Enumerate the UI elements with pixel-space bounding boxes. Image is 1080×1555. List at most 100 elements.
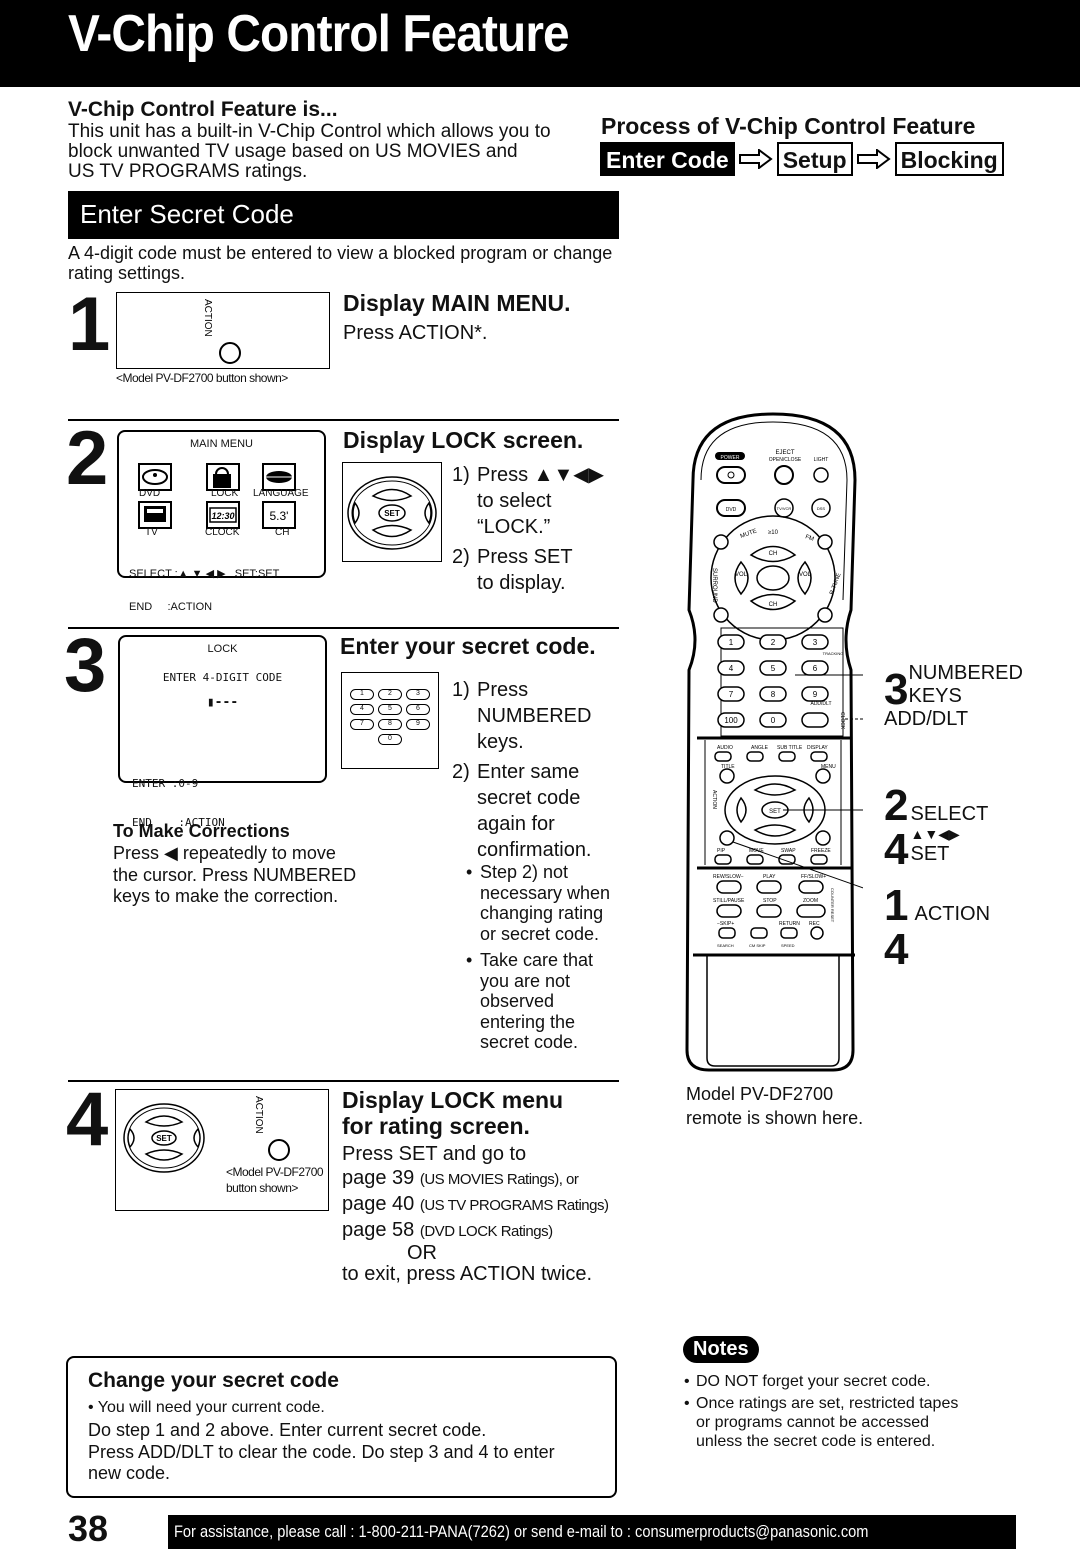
change-code-heading: Change your secret code: [88, 1369, 339, 1392]
svg-text:AUDIO: AUDIO: [717, 745, 733, 751]
remote-key-7: [717, 686, 745, 702]
step-number: 2: [66, 416, 108, 501]
page-number: 38: [68, 1508, 109, 1549]
dpad-illustration: SET: [342, 462, 442, 562]
change-code-bullet: • You will need your current code.: [88, 1399, 325, 1416]
language-menu-icon: [262, 463, 296, 491]
svg-text:SET: SET: [769, 809, 781, 815]
svg-text:≥10: ≥10: [768, 530, 779, 536]
remote-control-illustration: EJECT POWER OPEN/CLOSE LIGHT DVD TV/VCR …: [683, 410, 870, 1072]
svg-text:CLOCK: CLOCK: [839, 712, 845, 730]
svg-text:OPEN/CLOSE: OPEN/CLOSE: [769, 457, 802, 463]
svg-text:EJECT: EJECT: [775, 450, 794, 456]
step3-instructions: 1) Press NUMBERED keys. 2) Enter same se…: [452, 677, 592, 863]
svg-text:SUB TITLE: SUB TITLE: [777, 745, 803, 751]
svg-text:TV/VCR: TV/VCR: [777, 506, 792, 511]
corrections-text: Press ◀ repeatedly to move the cursor. P…: [113, 843, 357, 906]
svg-text:FM: FM: [804, 534, 814, 543]
remote-key-0: [759, 712, 787, 728]
bullet-item: • Step 2) not necessary when changing ra…: [466, 862, 611, 944]
main-menu-icons: 12:30 5.3': [138, 463, 296, 529]
lock-screen-prompt: ENTER 4-DIGIT CODE: [162, 671, 283, 684]
number-key-8: 8: [378, 719, 402, 730]
remote-key-add-dlt: [801, 712, 829, 728]
svg-text:REW/SLOW−: REW/SLOW−: [713, 874, 744, 880]
intro-line: This unit has a built-in V-Chip Control …: [68, 121, 551, 142]
assistance-text: For assistance, please call : 1-800-211-…: [174, 1522, 869, 1541]
action-button-icon: [268, 1139, 290, 1161]
svg-text:12:30: 12:30: [211, 511, 234, 521]
step2-heading: Display LOCK screen.: [343, 427, 584, 453]
intro-line: block unwanted TV usage based on US MOVI…: [68, 141, 518, 162]
remote-key-9: [801, 686, 829, 702]
remote-control-icon: EJECT POWER OPEN/CLOSE LIGHT DVD TV/VCR …: [685, 412, 870, 1072]
svg-text:−SKIP+: −SKIP+: [717, 921, 734, 927]
remote-key-2: [759, 634, 787, 650]
svg-text:FREEZE: FREEZE: [811, 848, 831, 854]
svg-text:MUTE: MUTE: [740, 528, 758, 539]
svg-text:ZOOM: ZOOM: [803, 898, 818, 904]
callout-numbered-keys: 3 NUMBERED KEYS: [884, 662, 1023, 714]
svg-text:ACTION: ACTION: [711, 790, 717, 809]
notes-list: • DO NOT forget your secret code. • Once…: [684, 1372, 958, 1451]
divider: [68, 419, 619, 421]
svg-text:TRACKING: TRACKING: [823, 651, 844, 656]
svg-text:COUNTER RESET: COUNTER RESET: [830, 888, 835, 923]
page-reference: page 39 (US MOVIES Ratings), or: [342, 1167, 579, 1189]
svg-text:SURROUND: SURROUND: [711, 568, 717, 603]
svg-text:STOP: STOP: [763, 898, 777, 904]
remote-key-5: [759, 660, 787, 676]
divider: [68, 1080, 619, 1082]
svg-text:SEARCH: SEARCH: [717, 943, 734, 948]
change-code-box: Change your secret code • You will need …: [66, 1356, 617, 1498]
instruction-item: 1) Press ▲▼◀▶ to select “LOCK.”: [452, 464, 605, 538]
page-reference: page 58 (DVD LOCK Ratings): [342, 1219, 553, 1241]
svg-text:CH: CH: [769, 551, 778, 557]
code-entry-field: ▮---: [206, 695, 239, 710]
svg-text:FF/SLOW+: FF/SLOW+: [801, 874, 826, 880]
section-description: A 4-digit code must be entered to view a…: [68, 243, 613, 283]
remote-key-label: 100: [724, 716, 738, 725]
step4-caption: <Model PV-DF2700 button shown>: [226, 1165, 324, 1195]
process-step-enter-code: Enter Code: [600, 142, 735, 176]
svg-text:TITLE: TITLE: [721, 764, 735, 770]
step4-text: Press SET and go to page 39 (US MOVIES R…: [342, 1143, 609, 1285]
set-action-illustration: SET ACTION: [123, 1096, 290, 1173]
step3-heading: Enter your secret code.: [340, 633, 596, 659]
svg-text:CH: CH: [769, 602, 778, 608]
svg-text:5.3': 5.3': [270, 509, 289, 523]
svg-text:POWER: POWER: [721, 455, 740, 461]
number-key-5: 5: [378, 704, 402, 715]
svg-text:REC: REC: [809, 921, 820, 927]
step2-instructions: 1) Press ▲▼◀▶ to select “LOCK.” 2) Press…: [452, 462, 604, 596]
intro-heading: V-Chip Control Feature is...: [68, 98, 338, 121]
divider: [68, 627, 619, 629]
svg-text:DISPLAY: DISPLAY: [807, 745, 828, 751]
remote-key-label: 0: [771, 716, 776, 725]
process-heading: Process of V-Chip Control Feature: [601, 113, 976, 139]
remote-key-3: [801, 634, 829, 650]
remote-key-label: 5: [771, 664, 776, 673]
number-key-3: 3: [406, 689, 430, 700]
number-key-0: 0: [378, 734, 402, 745]
number-key-2: 2: [378, 689, 402, 700]
arrow-right-icon: [856, 149, 891, 169]
remote-key-label: 8: [771, 690, 776, 699]
change-code-text: Do step 1 and 2 above. Enter current sec…: [88, 1420, 555, 1483]
svg-text:CM SKIP: CM SKIP: [749, 943, 766, 948]
tv-menu-icon: [138, 501, 172, 529]
remote-caption: Model PV-DF2700 remote is shown here.: [686, 1084, 864, 1128]
step1-text: Press ACTION*.: [343, 322, 488, 344]
svg-text:SWAP: SWAP: [781, 848, 796, 854]
remote-key-label: 9: [813, 690, 818, 699]
remote-key-100: [717, 712, 745, 728]
svg-text:VOL: VOL: [799, 572, 812, 578]
page-title: V-Chip Control Feature: [68, 5, 570, 63]
note-item: • DO NOT forget your secret code.: [684, 1373, 931, 1390]
step1-heading: Display MAIN MENU.: [343, 290, 571, 316]
svg-text:DSS: DSS: [817, 506, 826, 511]
step-number: 1: [68, 282, 110, 367]
intro-line: US TV PROGRAMS ratings.: [68, 161, 308, 182]
lock-screen-title: LOCK: [207, 643, 238, 655]
